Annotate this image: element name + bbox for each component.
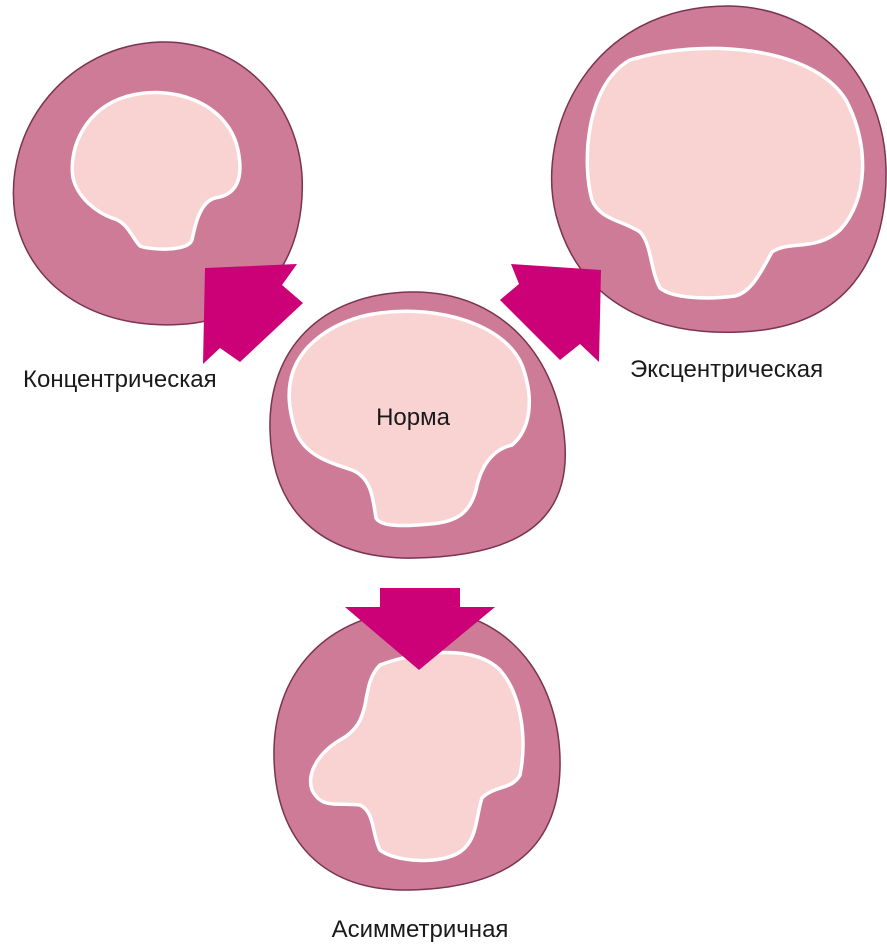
label-eccentric: Эксцентрическая <box>630 356 823 383</box>
label-asymmetric: Асимметричная <box>332 916 509 943</box>
eccentric-heart <box>552 6 886 332</box>
arrow-to-concentric <box>203 264 303 364</box>
label-concentric: Концентрическая <box>23 366 217 393</box>
label-normal: Норма <box>376 404 451 431</box>
